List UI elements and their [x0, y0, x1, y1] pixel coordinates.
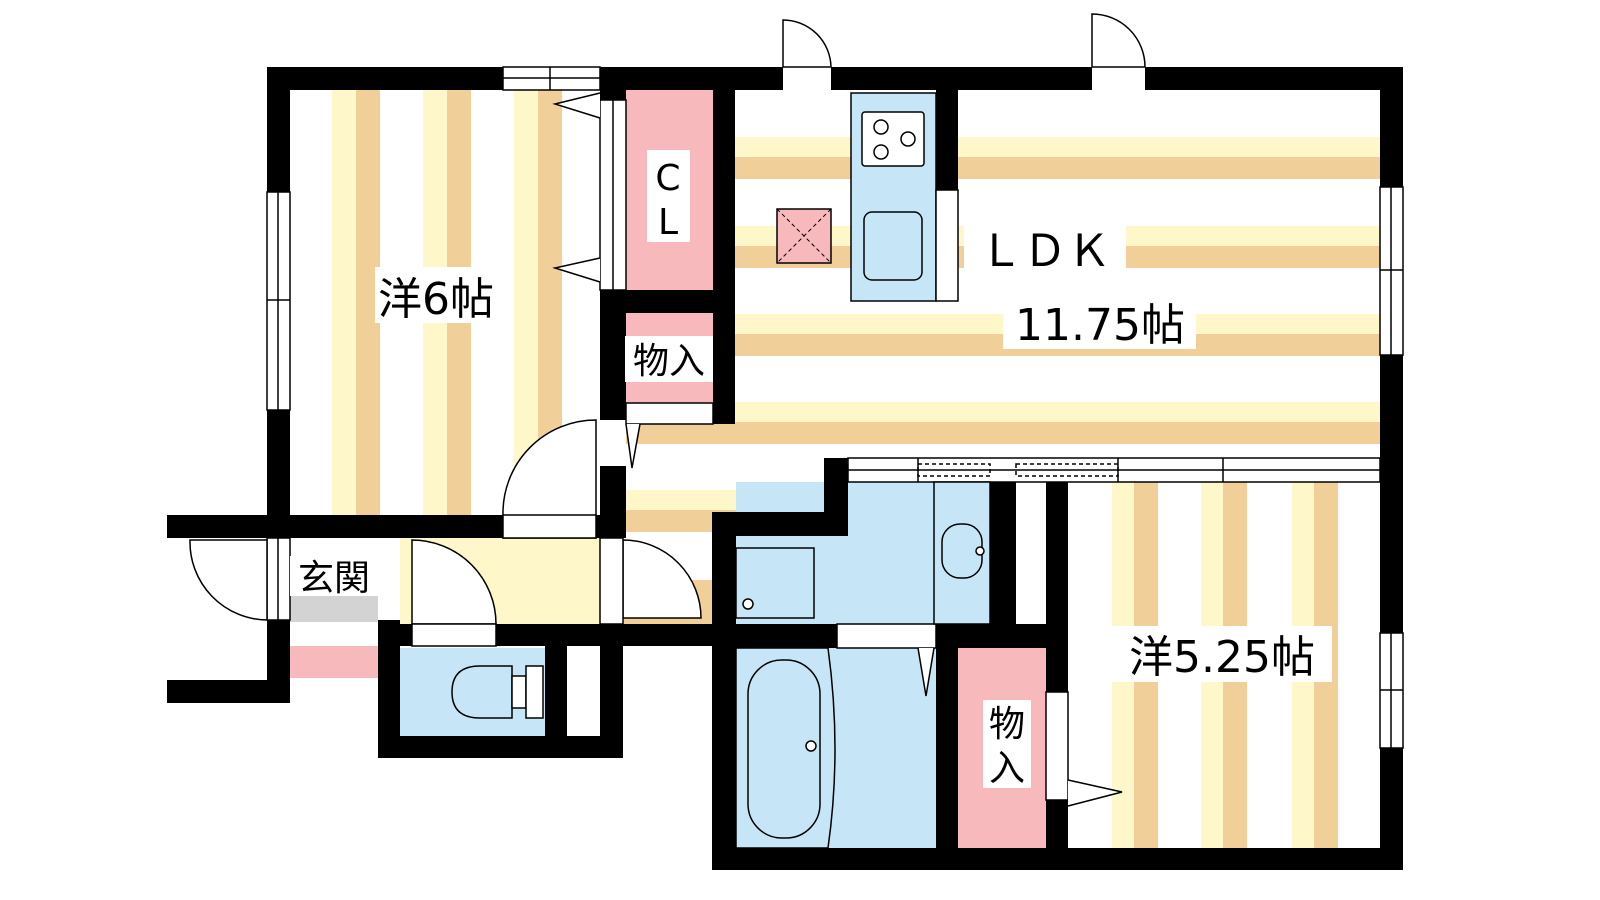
room-label-entrance: 玄関: [298, 558, 370, 599]
label-bg: [647, 150, 690, 242]
storage-label-right-bottom: 入: [989, 748, 1025, 789]
label-bg: [290, 556, 378, 596]
kitchen-counter: [850, 92, 959, 302]
washbasin: [933, 481, 991, 625]
storage-label-right-top: 物: [989, 704, 1025, 745]
burner-icon: [873, 119, 889, 135]
doors: [189, 13, 1146, 801]
walls: [167, 67, 1403, 870]
room-label-western-525: 洋5.25帖: [1129, 632, 1315, 683]
shoe-storage: [290, 646, 378, 678]
label-bg: [1112, 626, 1332, 682]
room-label-western-6: 洋6帖: [378, 274, 494, 325]
room-label-ldk: ＬＤＫ: [979, 226, 1111, 277]
label-bg: [375, 267, 513, 323]
label-bg: [964, 224, 1126, 274]
label-bg: [625, 336, 713, 382]
room-label-ldk-size: 11.75帖: [1015, 300, 1185, 351]
fridge-space: [776, 208, 832, 264]
burner-icon: [900, 131, 916, 147]
sink-icon: [863, 211, 923, 281]
storage-label-mid: 物入: [633, 341, 705, 382]
slide-arrows: [552, 92, 1123, 807]
windows: [266, 66, 1404, 749]
bathtub: [735, 647, 836, 849]
toilet-icon: [451, 665, 544, 719]
closet-label-c: C: [655, 158, 680, 199]
washing-machine-space: [735, 547, 815, 619]
sliding-partition: [847, 457, 1381, 483]
label-bg: [1003, 297, 1196, 349]
label-bg: [983, 700, 1031, 788]
closet-label-l: L: [658, 202, 678, 243]
burner-icon: [873, 144, 889, 160]
